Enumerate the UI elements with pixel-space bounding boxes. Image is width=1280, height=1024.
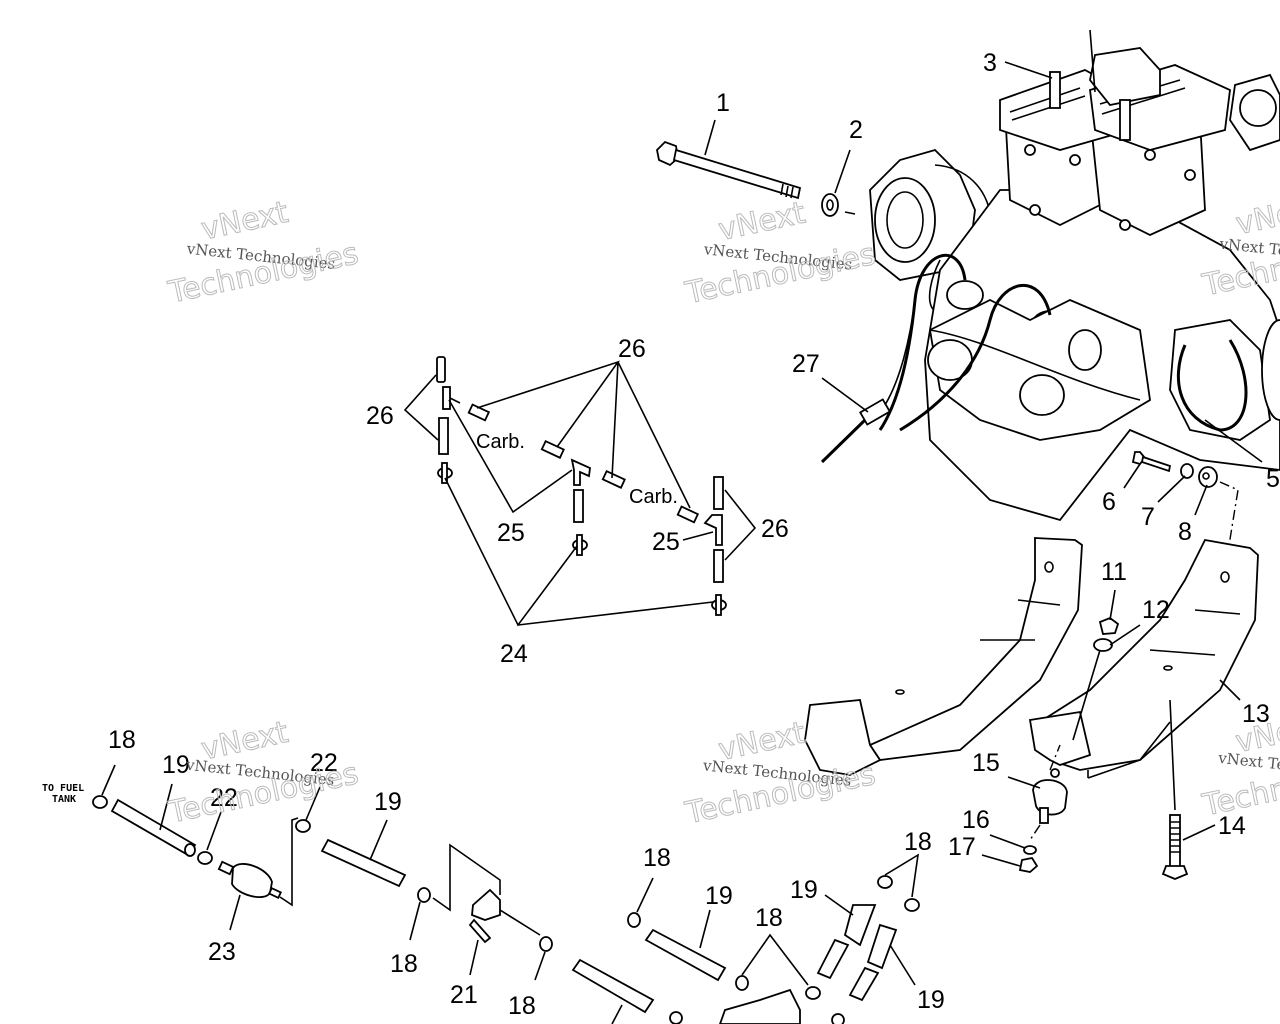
- callout-labels: 1 2 3 5 6 7 8 11 12 13 14 15 16 17 18 18…: [42, 49, 1280, 1020]
- callout-19: 19: [705, 882, 733, 910]
- part-14-bolt: [1161, 699, 1189, 880]
- callout-21: 21: [450, 981, 478, 1009]
- callout-26: 26: [761, 515, 789, 543]
- carb-label-right: Carb.: [629, 486, 678, 508]
- carb-vent-lines: [403, 356, 757, 627]
- part-27-harness-connector: [820, 299, 916, 464]
- watermark: vNext vNext Technologies Technologies: [681, 195, 879, 312]
- watermark-big-1: vNext: [715, 196, 808, 249]
- callout-3: 3: [983, 49, 997, 77]
- callout-18: 18: [904, 828, 932, 856]
- callout-19: 19: [374, 788, 402, 816]
- callout-16: 16: [962, 806, 990, 834]
- callout-19: 19: [162, 751, 190, 779]
- callout-19: 19: [917, 986, 945, 1014]
- callout-5: 5: [1266, 465, 1280, 493]
- callout-8: 8: [1178, 518, 1192, 546]
- callout-19: 19: [790, 876, 818, 904]
- fuel-tank-label-line1: TO FUEL: [42, 783, 84, 794]
- callout-27: 27: [792, 350, 820, 378]
- callout-18: 18: [390, 950, 418, 978]
- callout-6: 6: [1102, 488, 1116, 516]
- callout-15: 15: [972, 749, 1000, 777]
- callout-26: 26: [618, 335, 646, 363]
- part-1-bolt: [656, 140, 802, 200]
- callout-25: 25: [652, 528, 680, 556]
- callout-11: 11: [1101, 558, 1127, 586]
- fuel-line-parts: [92, 61, 1263, 1024]
- callout-13: 13: [1242, 700, 1270, 728]
- callout-22: 22: [310, 749, 338, 777]
- callout-18: 18: [508, 992, 536, 1020]
- part-2-washer: [821, 193, 856, 217]
- parts-11-12-nut-washer: [1072, 616, 1120, 741]
- carb-label-left: Carb.: [476, 431, 525, 453]
- callout-17: 17: [948, 833, 976, 861]
- callout-24: 24: [500, 640, 528, 668]
- watermark-big-1: vNext: [1233, 190, 1280, 243]
- callout-12: 12: [1142, 596, 1170, 624]
- parts-15-16-17-mount-washer-nut: [1018, 744, 1068, 873]
- callout-23: 23: [208, 938, 236, 966]
- callout-18: 18: [643, 844, 671, 872]
- watermark-big-1: vNext: [198, 195, 291, 248]
- part-13-engine-mount-brackets: [804, 537, 1259, 779]
- watermark: vNext vNext Technologies Technologies: [164, 194, 362, 311]
- fuel-tank-label-line2: TANK: [52, 794, 76, 805]
- callout-26: 26: [366, 402, 394, 430]
- callout-14: 14: [1218, 812, 1246, 840]
- callout-1: 1: [716, 89, 730, 117]
- callout-18: 18: [755, 904, 783, 932]
- callout-25: 25: [497, 519, 525, 547]
- callout-7: 7: [1141, 503, 1155, 531]
- callout-2: 2: [849, 116, 863, 144]
- callout-18: 18: [108, 726, 136, 754]
- callout-22: 22: [210, 784, 238, 812]
- engine-assembly: [869, 29, 1280, 522]
